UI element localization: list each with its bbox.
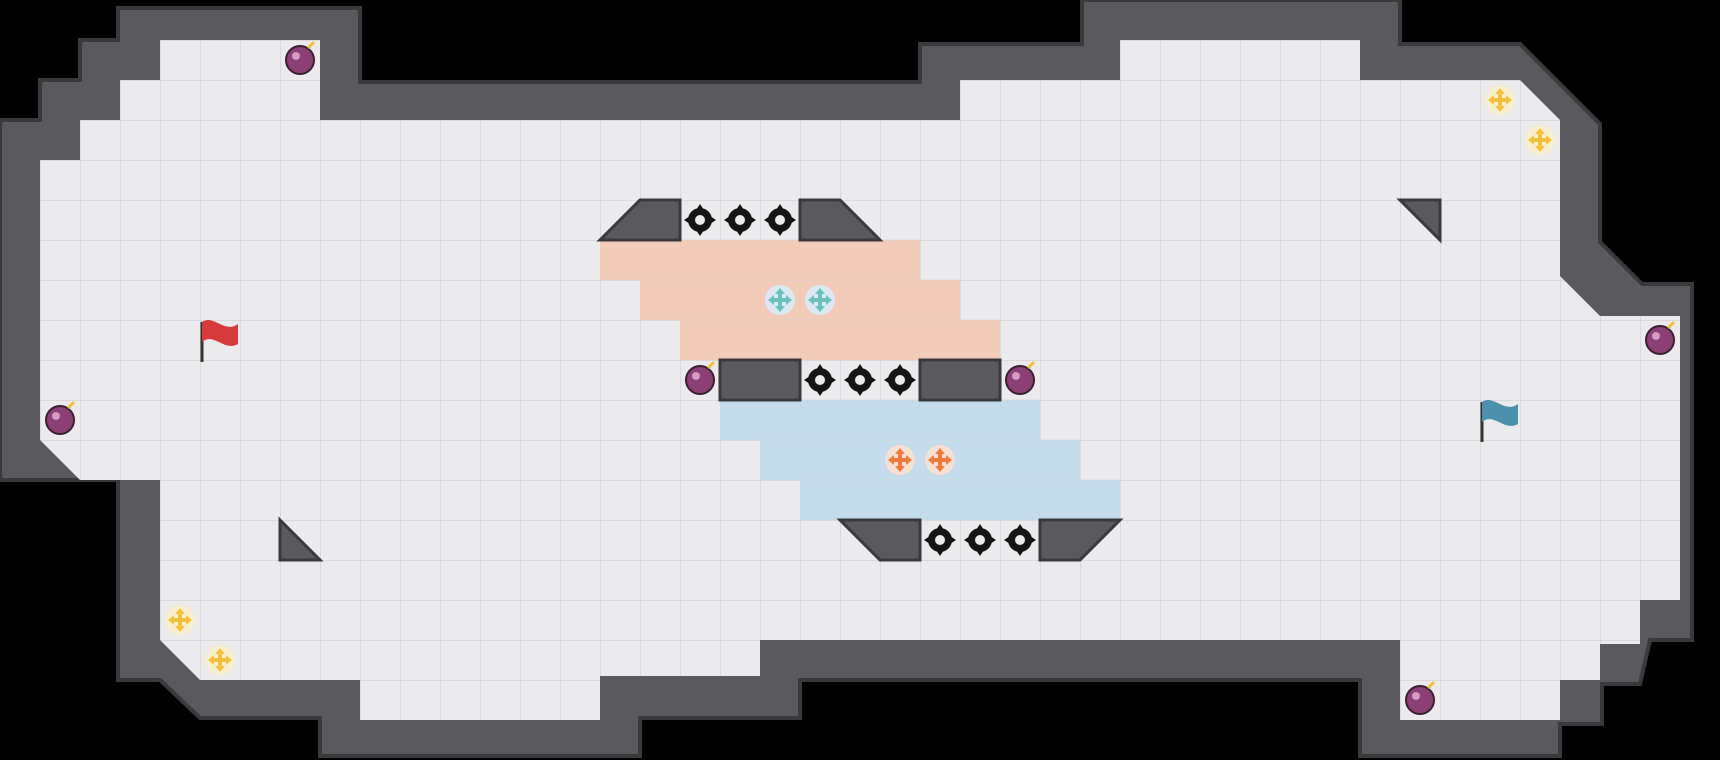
yellow-boost-icon	[165, 605, 195, 635]
wall-block-bottom-right	[1038, 518, 1124, 562]
spike	[724, 204, 756, 236]
bomb-icon	[45, 400, 76, 435]
red-team-zone	[600, 240, 1000, 360]
wall-block-mid-right	[918, 358, 1002, 402]
blue-flag-icon	[1480, 400, 1518, 442]
wall-corner-right	[1396, 198, 1442, 244]
spike	[684, 204, 716, 236]
spike	[764, 204, 796, 236]
bomb-icon	[1005, 360, 1036, 395]
yellow-boost-icon	[1485, 85, 1515, 115]
spike	[1004, 524, 1036, 556]
bomb-icon	[685, 360, 716, 395]
red-boost-icon	[885, 445, 915, 475]
red-boost-pad	[885, 445, 955, 475]
red-boost-icon	[925, 445, 955, 475]
spike	[844, 364, 876, 396]
spike-group	[684, 204, 1036, 556]
wall-block-top-right	[798, 198, 884, 242]
wall-block-bottom-left	[836, 518, 922, 562]
wall-corner-left	[278, 516, 324, 562]
blue-team-zone	[720, 400, 1120, 520]
blue-boost-pad	[765, 285, 835, 315]
inner-walls	[278, 198, 1442, 562]
spike	[964, 524, 996, 556]
spike	[884, 364, 916, 396]
wall-block-top-left	[596, 198, 682, 242]
yellow-boost-icon	[1525, 125, 1555, 155]
spike	[924, 524, 956, 556]
wall-block-mid-left	[718, 358, 802, 402]
red-flag-icon	[200, 320, 238, 362]
spike	[804, 364, 836, 396]
blue-boost-icon	[805, 285, 835, 315]
bomb-icon	[1405, 680, 1436, 715]
bomb-icon	[1645, 320, 1676, 355]
bomb-icon	[285, 40, 316, 75]
blue-boost-icon	[765, 285, 795, 315]
yellow-boost-icon	[205, 645, 235, 675]
